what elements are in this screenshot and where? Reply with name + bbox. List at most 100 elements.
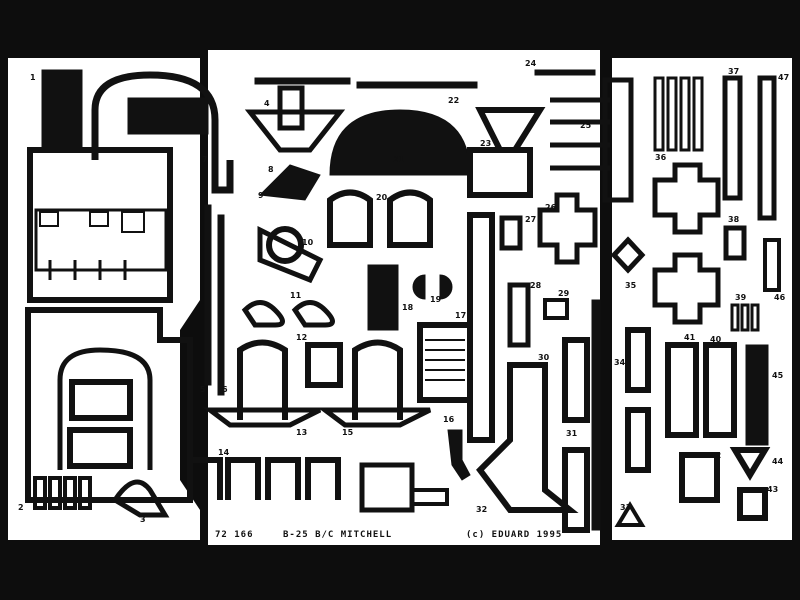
label-16: 16 <box>443 415 455 424</box>
label-15: 15 <box>342 428 354 437</box>
part-39 <box>730 303 760 332</box>
part-32-bar <box>410 488 449 506</box>
part-4-funnel <box>244 109 346 153</box>
part-34-a <box>625 327 651 393</box>
label-31: 31 <box>566 429 578 438</box>
label-1: 1 <box>30 73 36 82</box>
part-lower-frame <box>25 307 193 503</box>
label-12: 12 <box>296 333 307 342</box>
label-10: 10 <box>302 238 314 247</box>
label-47: 47 <box>778 73 789 82</box>
label-45: 45 <box>772 371 784 380</box>
part-2-rails <box>33 476 92 510</box>
part-14-row <box>187 457 341 500</box>
part-12 <box>305 342 343 388</box>
part-33-triangle <box>614 501 646 527</box>
part-29 <box>543 298 569 320</box>
label-37: 37 <box>728 67 739 76</box>
part-strip-5 <box>204 204 212 386</box>
label-22: 22 <box>448 96 459 105</box>
part-15-panel <box>359 462 415 513</box>
label-39: 39 <box>735 293 747 302</box>
part-41 <box>665 342 699 438</box>
caption-title: B-25 B/C MITCHELL <box>283 530 392 540</box>
label-17: 17 <box>455 311 466 320</box>
part-11-a <box>241 300 285 328</box>
label-34: 34 <box>614 358 626 367</box>
part-40 <box>703 342 737 438</box>
label-11: 11 <box>290 291 302 300</box>
part-37 <box>722 75 743 201</box>
label-35: 35 <box>625 281 637 290</box>
part-36-bars <box>653 76 704 152</box>
part-43 <box>737 487 768 521</box>
part-44-triangle <box>729 447 771 481</box>
label-23: 23 <box>480 139 491 148</box>
part-46 <box>763 238 781 292</box>
label-42: 42 <box>710 451 721 460</box>
part-7-hood <box>91 71 234 194</box>
part-38 <box>723 225 747 261</box>
label-5: 5 <box>200 385 206 394</box>
label-43: 43 <box>767 485 778 494</box>
label-26: 26 <box>545 203 557 212</box>
label-2: 2 <box>18 503 24 512</box>
part-18 <box>367 264 399 331</box>
part-28 <box>507 282 531 348</box>
label-7: 7 <box>202 155 208 164</box>
label-27: 27 <box>525 215 536 224</box>
part-35-diamond <box>610 236 646 274</box>
part-45 <box>745 344 769 446</box>
part-26-cross-b <box>652 252 721 325</box>
part-5-box <box>69 379 133 421</box>
label-40: 40 <box>710 335 722 344</box>
part-4-bar <box>254 77 351 85</box>
part-31-b <box>562 447 590 533</box>
label-9: 9 <box>258 191 264 200</box>
part-8 <box>258 164 321 201</box>
label-18: 18 <box>402 303 414 312</box>
fret-caption: 72 166 B-25 B/C MITCHELL (c) EDUARD 1995 <box>215 530 562 540</box>
part-13-seat <box>237 339 288 420</box>
label-30: 30 <box>538 353 550 362</box>
label-46: 46 <box>774 293 786 302</box>
part-30-bracket <box>476 362 579 513</box>
part-number-labels: 1 2 3 4 5 6 7 8 9 10 11 12 13 14 15 16 1… <box>18 59 789 524</box>
part-22-bar <box>356 81 478 89</box>
parts-group <box>25 69 781 533</box>
part-42 <box>679 452 720 503</box>
part-17-strip <box>467 212 495 443</box>
part-15-seat <box>352 339 403 420</box>
label-8: 8 <box>268 165 274 174</box>
part-11-b <box>291 300 335 328</box>
label-4: 4 <box>264 99 270 108</box>
part-24 <box>534 69 596 76</box>
part-27 <box>499 215 523 251</box>
label-14: 14 <box>218 448 230 457</box>
label-33: 33 <box>620 503 631 512</box>
part-3 <box>111 479 170 518</box>
part-26-cross-a <box>537 192 598 265</box>
label-6: 6 <box>222 385 228 394</box>
part-6-box <box>67 427 133 469</box>
part-25-rails <box>550 77 634 203</box>
part-1-lower <box>27 147 173 303</box>
part-21-panel <box>329 109 471 176</box>
part-47 <box>757 75 777 221</box>
label-3: 3 <box>140 515 146 524</box>
label-21: 21 <box>393 155 405 164</box>
caption-copyright: (c) EDUARD 1995 <box>466 530 562 540</box>
part-34-b <box>625 407 651 473</box>
label-38: 38 <box>728 215 740 224</box>
label-28: 28 <box>530 281 542 290</box>
label-13: 13 <box>296 428 307 437</box>
part-19-b <box>439 274 453 300</box>
part-strip-6 <box>217 214 225 396</box>
caption-code: 72 166 <box>215 530 254 540</box>
part-28-cross <box>652 162 721 235</box>
label-19: 19 <box>430 295 442 304</box>
label-25: 25 <box>580 121 592 130</box>
part-16 <box>447 429 471 481</box>
part-20-seat-a <box>327 189 373 248</box>
